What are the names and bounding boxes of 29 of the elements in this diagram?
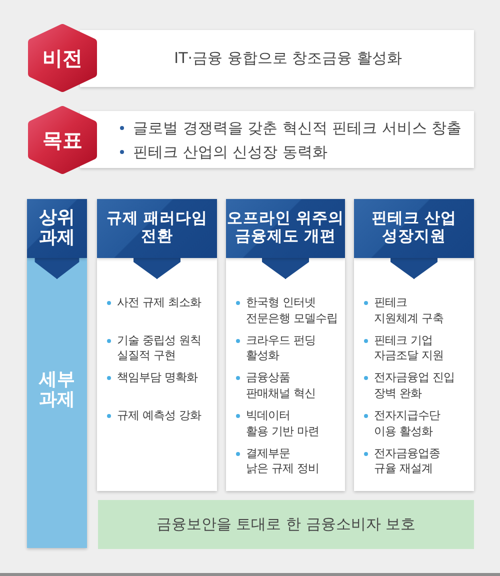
bullet-text: 핀테크 산업의 신성장 동력화: [133, 142, 328, 162]
hexagon-badge: 목표: [28, 106, 97, 174]
list-item: 사전 규제 최소화: [117, 295, 202, 310]
list-item: 책임부담 명확화: [117, 370, 198, 386]
column-header: 핀테크 산업 성장지원: [354, 199, 474, 258]
column-header: 규제 패러다임 전환: [97, 199, 217, 258]
list-item: 한국형 인터넷 전문은행 모델수립: [246, 295, 338, 326]
hexagon-badge: 비전: [28, 24, 97, 92]
list-panel: [97, 279, 217, 491]
list-item: 결제부문 낡은 규제 정비: [246, 446, 320, 477]
statement-bar: IT·금융 융합으로 창조금융 활성화: [80, 30, 474, 87]
banner-bar: 금융보안을 토대로 한 금융소비자 보호: [98, 500, 474, 549]
list-item: 전자금융업 진입 장벽 완화: [374, 370, 455, 402]
list-panel: [226, 279, 345, 491]
list-item: 핀테크 기업 자금조달 지원: [374, 332, 444, 364]
column-header: 상위 과제: [27, 199, 87, 258]
column-header: 오프라인 위주의 금융제도 개편: [226, 199, 345, 258]
list-item: 핀테크 지원체계 구축: [374, 295, 444, 326]
text-panel: [80, 111, 474, 168]
list-item: 전자금융업종 규율 재설계: [374, 446, 440, 477]
list-item: 크라우드 펀딩 활성화: [246, 332, 316, 364]
bullet-text: 글로벌 경쟁력을 갖춘 혁신적 핀테크 서비스 창출: [133, 118, 462, 138]
list-item: 기술 중립성 원칙 실질적 구현: [117, 332, 202, 364]
list-item: 규제 예측성 강화: [117, 408, 202, 424]
list-item: 금융상품 판매채널 혁신: [246, 370, 316, 402]
side-band: 세부 과제: [27, 279, 87, 548]
list-item: 전자지급수단 이용 활성화: [374, 408, 440, 440]
list-panel: [354, 279, 474, 491]
list-item: 빅데이터 활용 기반 마련: [246, 408, 320, 440]
